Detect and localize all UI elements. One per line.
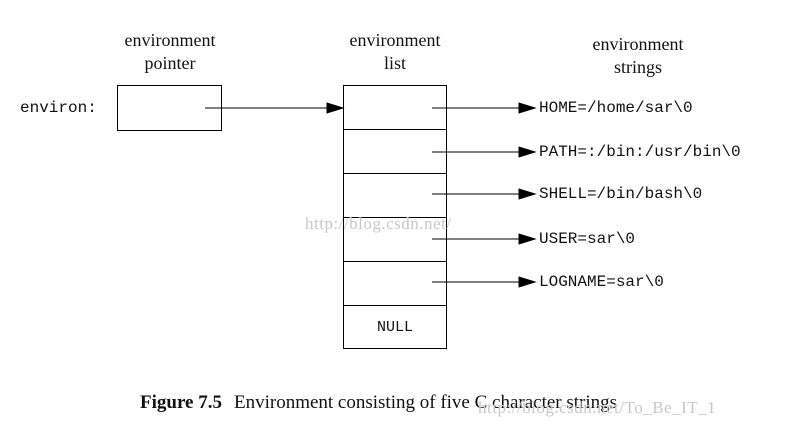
heading-pointer-line1: environment: [124, 30, 216, 50]
string-home: HOME=/home/sar\0: [539, 99, 693, 117]
logname-arrowhead: [518, 276, 537, 288]
list-cell-2: [343, 173, 447, 217]
string-shell: SHELL=/bin/bash\0: [539, 185, 703, 203]
heading-list-line1: environment: [349, 30, 441, 50]
watermark-bottom: http://blog.csdn.net/To_Be_IT_1: [478, 398, 717, 417]
figure-caption: Figure 7.5 Environment consisting of five…: [140, 392, 617, 414]
user-arrowhead: [518, 233, 537, 245]
heading-environment-pointer: environment pointer: [100, 29, 240, 75]
shell-arrowhead: [518, 188, 537, 200]
string-user: USER=sar\0: [539, 230, 636, 248]
heading-pointer-line2: pointer: [144, 53, 196, 73]
heading-strings-line1: environment: [592, 34, 684, 54]
figure-number: Figure 7.5: [140, 392, 222, 413]
list-cell-1: [343, 129, 447, 173]
heading-environment-list: environment list: [325, 29, 465, 75]
heading-list-line2: list: [383, 53, 406, 73]
watermark-middle: http://blog.csdn.net/: [305, 214, 452, 233]
heading-strings-line2: strings: [613, 57, 662, 77]
null-label: NULL: [376, 318, 413, 336]
list-cell-4: [343, 261, 447, 305]
heading-environment-strings: environment strings: [568, 33, 708, 79]
figure-caption-text: Environment consisting of five C charact…: [233, 392, 618, 413]
environ-pointer-box: [117, 85, 222, 131]
path-arrowhead: [518, 146, 537, 158]
environ-arrowhead: [326, 102, 345, 114]
list-cell-0: [343, 85, 447, 129]
environ-label: environ:: [20, 99, 97, 117]
string-logname: LOGNAME=sar\0: [539, 273, 664, 291]
list-cell-null: NULL: [343, 305, 447, 349]
string-path: PATH=:/bin:/usr/bin\0: [539, 143, 741, 161]
home-arrowhead: [518, 102, 537, 114]
